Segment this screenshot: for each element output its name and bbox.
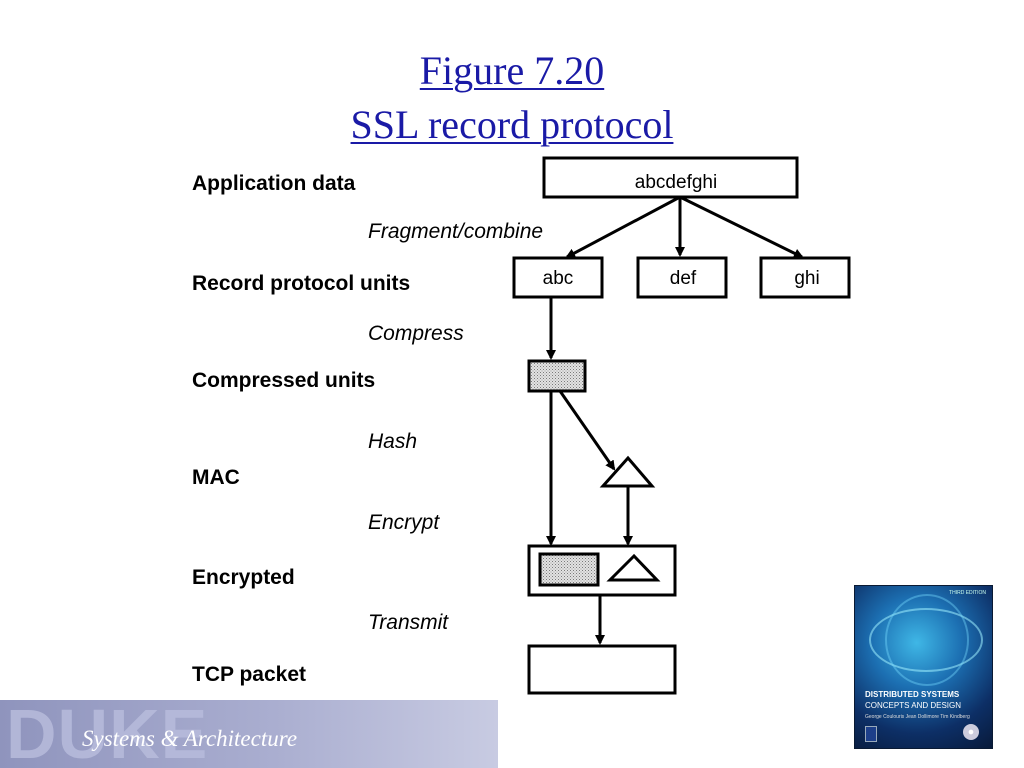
footer-course-label: Systems & Architecture: [82, 726, 298, 751]
globe-ring-graphic: [885, 594, 969, 686]
encrypted-data-part: [538, 552, 600, 587]
duke-watermark-logo: DUKE: [6, 700, 209, 768]
stage-label-mac: MAC: [192, 466, 240, 489]
book-edition: THIRD EDITION: [949, 590, 986, 596]
fragment-label-ghi: ghi: [794, 268, 819, 289]
fragment-box-ghi: ghi: [759, 256, 851, 299]
stage-label-record-protocol-units: Record protocol units: [192, 272, 411, 295]
slide-title: Figure 7.20 SSL record protocol: [0, 44, 1024, 152]
hash-arrow: [558, 390, 616, 471]
fragment-box-abc: abc: [512, 256, 604, 299]
application-data-box-label: abcdefghi: [635, 172, 717, 193]
stage-label-compressed-units: Compressed units: [192, 369, 376, 392]
operation-transmit: Transmit: [368, 611, 449, 634]
book-title: DISTRIBUTED SYSTEMS: [865, 690, 960, 699]
book-subtitle: CONCEPTS AND DESIGN: [865, 701, 962, 710]
tcp-packet-box: [527, 644, 677, 695]
fragment-arrow-ghi: [679, 195, 804, 259]
operation-encrypt: Encrypt: [368, 511, 440, 534]
book-cover-image: THIRD EDITION DISTRIBUTED SYSTEMS CONCEP…: [854, 585, 993, 749]
fragment-box-def: def: [636, 256, 728, 299]
stage-label-tcp-packet: TCP packet: [192, 663, 306, 686]
fragment-label-def: def: [670, 268, 697, 289]
title-caption: SSL record protocol: [350, 102, 674, 147]
operation-compress: Compress: [368, 322, 464, 345]
stage-label-application-data: Application data: [192, 172, 356, 195]
fragment-label-abc: abc: [543, 268, 574, 289]
stage-label-encrypted: Encrypted: [192, 566, 295, 589]
compressed-unit-box: [527, 359, 587, 393]
operation-hash: Hash: [368, 430, 418, 453]
cd-icon: [963, 724, 979, 740]
operation-fragment-combine: Fragment/combine: [368, 220, 544, 243]
encrypted-mac-triangle: [606, 553, 661, 582]
encrypted-record-box: [527, 544, 677, 597]
fragment-arrow-abc: [565, 195, 681, 259]
title-figure-number: Figure 7.20: [419, 48, 605, 93]
application-data-box: abcdefghi: [542, 156, 799, 199]
publisher-logo: [865, 726, 877, 742]
footer-banner: DUKE Systems & Architecture: [0, 700, 498, 768]
book-authors: George Coulouris Jean Dollimore Tim Kind…: [865, 714, 970, 720]
